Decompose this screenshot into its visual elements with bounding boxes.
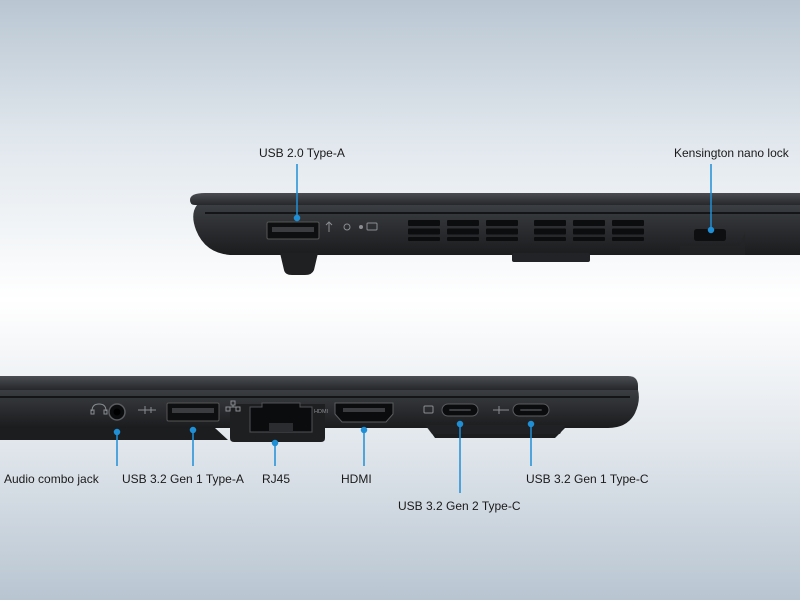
vent-slot xyxy=(534,237,566,241)
audio-combo-jack-hole xyxy=(113,408,121,416)
vent-slot xyxy=(573,237,605,241)
vent-slot xyxy=(447,228,479,235)
laptop-right-side: HDMI xyxy=(0,376,639,442)
vent-slot xyxy=(573,228,605,235)
label-audio-combo-jack: Audio combo jack xyxy=(4,472,99,486)
label-usb32g2-typec: USB 3.2 Gen 2 Type-C xyxy=(398,499,521,513)
callout-dot-usb20-typea xyxy=(293,214,301,222)
vent-slot xyxy=(408,237,440,241)
left-side-vents xyxy=(408,220,644,241)
displayport-power-icons xyxy=(423,405,509,414)
callout-dot-usb32g2-typec xyxy=(456,420,464,428)
laptop-left-lid xyxy=(190,193,800,205)
rj45-clip-slot xyxy=(269,423,293,432)
vent-slot xyxy=(408,220,440,226)
vent-slot xyxy=(612,228,644,235)
usb20-typea-port-tongue xyxy=(272,227,314,232)
superspeed-usb-icon xyxy=(138,406,156,414)
laptop-left-bottom-strip xyxy=(512,253,590,262)
vent-slot xyxy=(447,237,479,241)
network-lan-icon xyxy=(225,400,241,412)
label-rj45: RJ45 xyxy=(262,472,291,486)
callout-dot-usb32g1-typec xyxy=(527,420,535,428)
vent-slot xyxy=(534,228,566,235)
laptop-right-lid xyxy=(0,376,638,390)
hdmi-port xyxy=(334,402,394,423)
vent-slot xyxy=(573,220,605,226)
headset-icon xyxy=(90,403,108,415)
usb32-gen1-typea-tongue xyxy=(172,408,214,413)
laptop-left-rubber-foot xyxy=(280,253,318,275)
callout-dot-audio xyxy=(113,428,121,436)
laptop-left-recess xyxy=(680,232,745,255)
usb32-gen2-typec-tongue xyxy=(449,409,471,411)
callout-dot-usb32g1-typea xyxy=(189,426,197,434)
vent-slot xyxy=(447,220,479,226)
vent-slot xyxy=(612,237,644,241)
vent-slot xyxy=(408,228,440,235)
hdmi-port-marking: HDMI xyxy=(314,409,329,415)
typec-recess xyxy=(425,425,565,434)
callouts xyxy=(113,164,715,493)
usb32-gen1-typec-tongue xyxy=(520,409,542,411)
laptop-right-underside-left xyxy=(0,428,228,440)
callout-dot-kensington xyxy=(707,226,715,234)
vent-slot xyxy=(486,220,518,226)
callout-dot-hdmi xyxy=(360,426,368,434)
label-kensington-nano-lock: Kensington nano lock xyxy=(674,146,789,160)
vent-slot xyxy=(612,220,644,226)
label-hdmi: HDMI xyxy=(341,472,372,486)
laptop-left-side xyxy=(190,193,800,275)
callout-dot-rj45 xyxy=(271,439,279,447)
laptop-left-seam xyxy=(205,212,800,214)
vent-slot xyxy=(534,220,566,226)
vent-slot xyxy=(486,237,518,241)
kensington-nano-lock-port xyxy=(694,229,726,241)
usb-power-indicator-icons xyxy=(325,221,378,232)
hdmi-port-tongue xyxy=(343,408,385,412)
vent-slot xyxy=(486,228,518,235)
laptop-right-seam xyxy=(0,396,630,398)
label-usb32g1-typec: USB 3.2 Gen 1 Type-C xyxy=(526,472,649,486)
label-usb20-typea: USB 2.0 Type-A xyxy=(259,146,345,160)
label-usb32g1-typea: USB 3.2 Gen 1 Type-A xyxy=(122,472,244,486)
